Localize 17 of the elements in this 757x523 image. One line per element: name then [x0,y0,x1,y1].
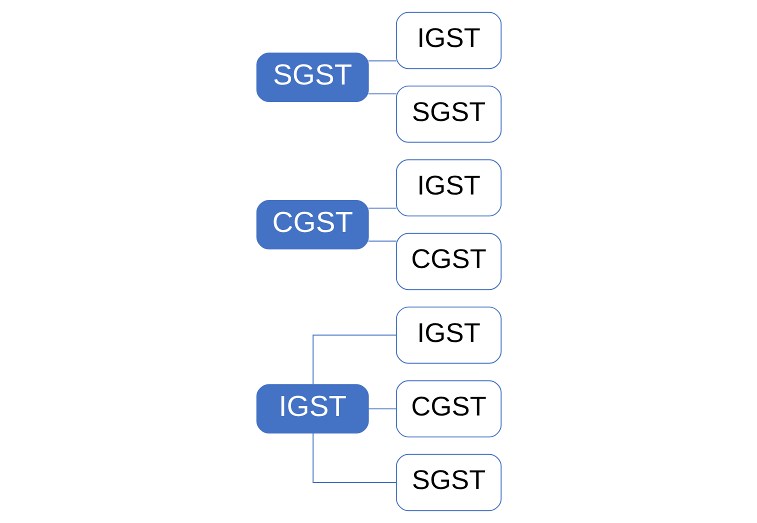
node-box: IGST [395,12,502,70]
connector [367,408,396,410]
node-box: CGST [395,232,502,290]
connector [312,334,396,385]
node-box: SGST [395,86,502,143]
connector [367,208,396,209]
node-box: SGST [395,454,502,512]
node-box: CGST [395,380,502,438]
connector [367,240,396,242]
node-box: IGST [395,306,502,364]
node-box: IGST [256,384,368,434]
node-box: CGST [256,200,368,250]
connector [367,93,396,94]
node-box: SGST [256,52,368,102]
node-box: IGST [395,159,502,216]
connector [312,432,396,483]
connector [367,60,396,62]
